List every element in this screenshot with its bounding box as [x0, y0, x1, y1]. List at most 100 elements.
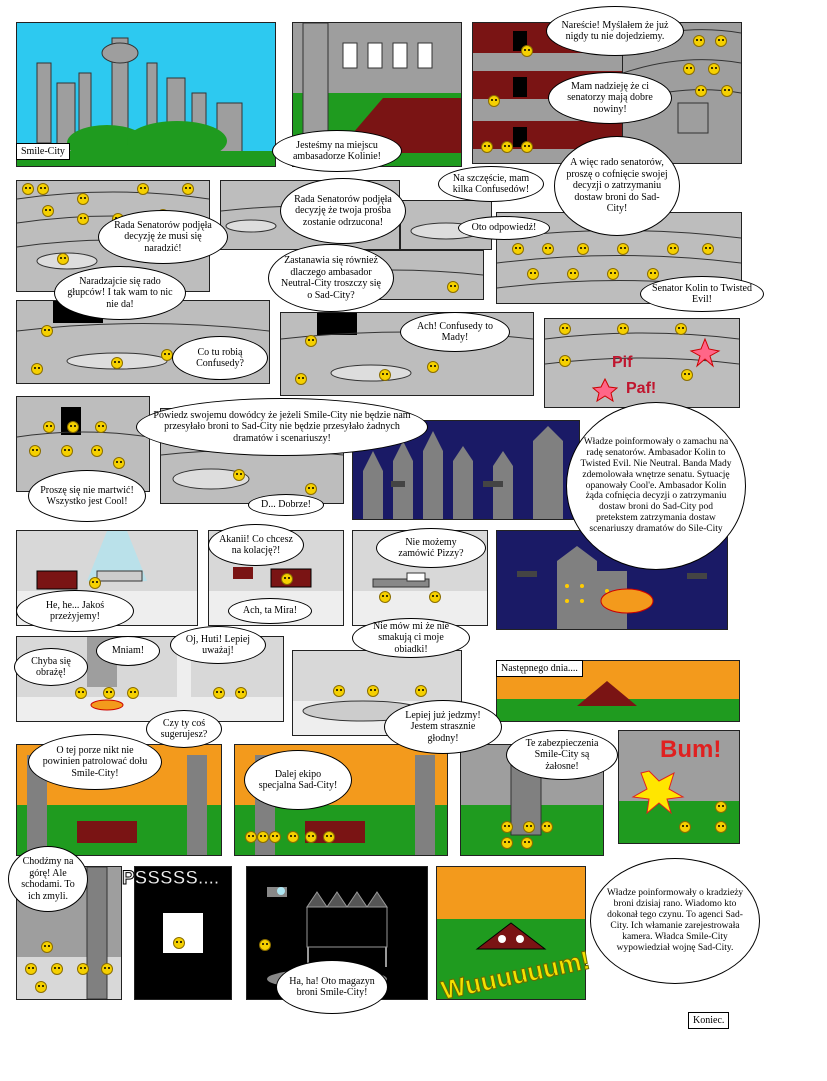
speech-bubble: Nareście! Myślałem że już nigdy tu nie d… — [546, 6, 684, 56]
speech-bubble: Czy ty coś sugerujesz? — [146, 710, 222, 748]
smiley-character — [607, 268, 619, 280]
speech-bubble: Akanii! Co chcesz na kolację?! — [208, 524, 304, 566]
smiley-character — [31, 363, 43, 375]
caption-smile-city: Smile-City — [16, 143, 70, 160]
speech-bubble: Oto odpowiedź! — [458, 216, 550, 240]
smiley-character — [501, 141, 513, 153]
smiley-character — [127, 687, 139, 699]
speech-bubble: Nie mów mi że nie smakują ci moje obiadk… — [352, 618, 470, 658]
smiley-character — [675, 323, 687, 335]
smiley-character — [617, 323, 629, 335]
speech-bubble: Mam nadzieję że ci senatorzy mają dobre … — [548, 72, 672, 124]
speech-bubble: Władze poinformowały o kradzieży broni d… — [590, 858, 760, 984]
smiley-character — [235, 687, 247, 699]
smiley-character — [447, 281, 459, 293]
smiley-character — [257, 831, 269, 843]
smiley-character — [51, 963, 63, 975]
smiley-character — [695, 85, 707, 97]
sfx-pif: Pif — [612, 354, 633, 371]
speech-bubble: Senator Kolin to Twisted Evil! — [640, 276, 764, 312]
smiley-character — [427, 361, 439, 373]
smiley-character — [77, 963, 89, 975]
sfx-psss: PSSSSS.... — [121, 868, 220, 890]
smiley-character — [681, 369, 693, 381]
speech-bubble: Chyba się obrażę! — [14, 648, 88, 686]
smiley-character — [702, 243, 714, 255]
smiley-character — [77, 213, 89, 225]
smiley-character — [429, 591, 441, 603]
panel-fight — [544, 318, 740, 408]
smiley-character — [542, 243, 554, 255]
smiley-character — [379, 591, 391, 603]
speech-bubble: Oj, Huti! Lepiej uważaj! — [170, 626, 266, 664]
panel-departure — [436, 866, 586, 1000]
panel-explosion — [618, 730, 740, 844]
speech-bubble: A więc rado senatorów, proszę o cofnięci… — [554, 136, 680, 236]
smiley-character — [715, 801, 727, 813]
smiley-character — [367, 685, 379, 697]
smiley-character — [61, 445, 73, 457]
smiley-character — [488, 95, 500, 107]
smiley-character — [269, 831, 281, 843]
smiley-character — [647, 268, 659, 280]
smiley-character — [501, 821, 513, 833]
smiley-character — [715, 35, 727, 47]
smiley-character — [679, 821, 691, 833]
smiley-character — [305, 335, 317, 347]
speech-bubble: D... Dobrze! — [248, 494, 324, 516]
speech-bubble: Naradzajcie się rado głupców! I tak wam … — [54, 266, 186, 320]
smiley-character — [77, 193, 89, 205]
speech-bubble: Dalej ekipo specjalna Sad-City! — [244, 750, 352, 810]
speech-bubble: Rada Senatorów podjęła decyzję że musi s… — [98, 210, 228, 264]
sfx-paf: Paf! — [626, 380, 657, 397]
smiley-character — [91, 445, 103, 457]
smiley-character — [521, 141, 533, 153]
speech-bubble: Mniam! — [96, 636, 160, 666]
smiley-character — [182, 183, 194, 195]
smiley-character — [113, 457, 125, 469]
smiley-character — [305, 831, 317, 843]
smiley-character — [567, 268, 579, 280]
sfx-bum: Bum! — [660, 736, 722, 763]
smiley-character — [22, 183, 34, 195]
speech-bubble: Nie możemy zamówić Pizzy? — [376, 528, 486, 568]
speech-bubble: Lepiej już jedzmy! Jestem strasznie głod… — [384, 700, 502, 754]
smiley-character — [527, 268, 539, 280]
smiley-character — [89, 577, 101, 589]
speech-bubble: Zastanawia się również dlaczego ambasado… — [268, 244, 394, 312]
speech-bubble: O tej porze nikt nie powinien patrolować… — [28, 734, 162, 790]
smiley-character — [577, 243, 589, 255]
smiley-character — [111, 357, 123, 369]
speech-bubble: Co tu robią Confusedy? — [172, 336, 268, 380]
smiley-character — [29, 445, 41, 457]
smiley-character — [287, 831, 299, 843]
smiley-character — [305, 483, 317, 495]
speech-bubble: Te zabezpieczenia Smile-City są żałosne! — [506, 730, 618, 780]
smiley-character — [721, 85, 733, 97]
smiley-character — [323, 831, 335, 843]
speech-bubble: Ach, ta Mira! — [228, 598, 312, 624]
smiley-character — [501, 837, 513, 849]
smiley-character — [683, 63, 695, 75]
speech-bubble: Ach! Confusedy to Mady! — [400, 312, 510, 352]
smiley-character — [57, 253, 69, 265]
speech-bubble: Proszę się nie martwić! Wszystko jest Co… — [28, 470, 146, 522]
smiley-character — [333, 685, 345, 697]
smiley-character — [37, 183, 49, 195]
speech-bubble: Chodźmy na górę! Ale schodami. To ich zm… — [8, 846, 88, 912]
panel-night-patrol — [16, 744, 222, 856]
smiley-character — [41, 325, 53, 337]
speech-bubble: He, he... Jakoś przeżyjemy! — [16, 590, 134, 632]
smiley-character — [75, 687, 87, 699]
caption-end: Koniec. — [688, 1012, 730, 1029]
speech-bubble: Jesteśmy na miejscu ambasadorze Kolinie! — [272, 130, 402, 172]
smiley-character — [295, 373, 307, 385]
smiley-character — [521, 45, 533, 57]
panel-next-day — [496, 660, 740, 722]
speech-bubble: Rada Senatorów podjęła decyzję że twoja … — [280, 178, 406, 244]
smiley-character — [25, 963, 37, 975]
smiley-character — [617, 243, 629, 255]
smiley-character — [137, 183, 149, 195]
smiley-character — [559, 355, 571, 367]
smiley-character — [379, 369, 391, 381]
